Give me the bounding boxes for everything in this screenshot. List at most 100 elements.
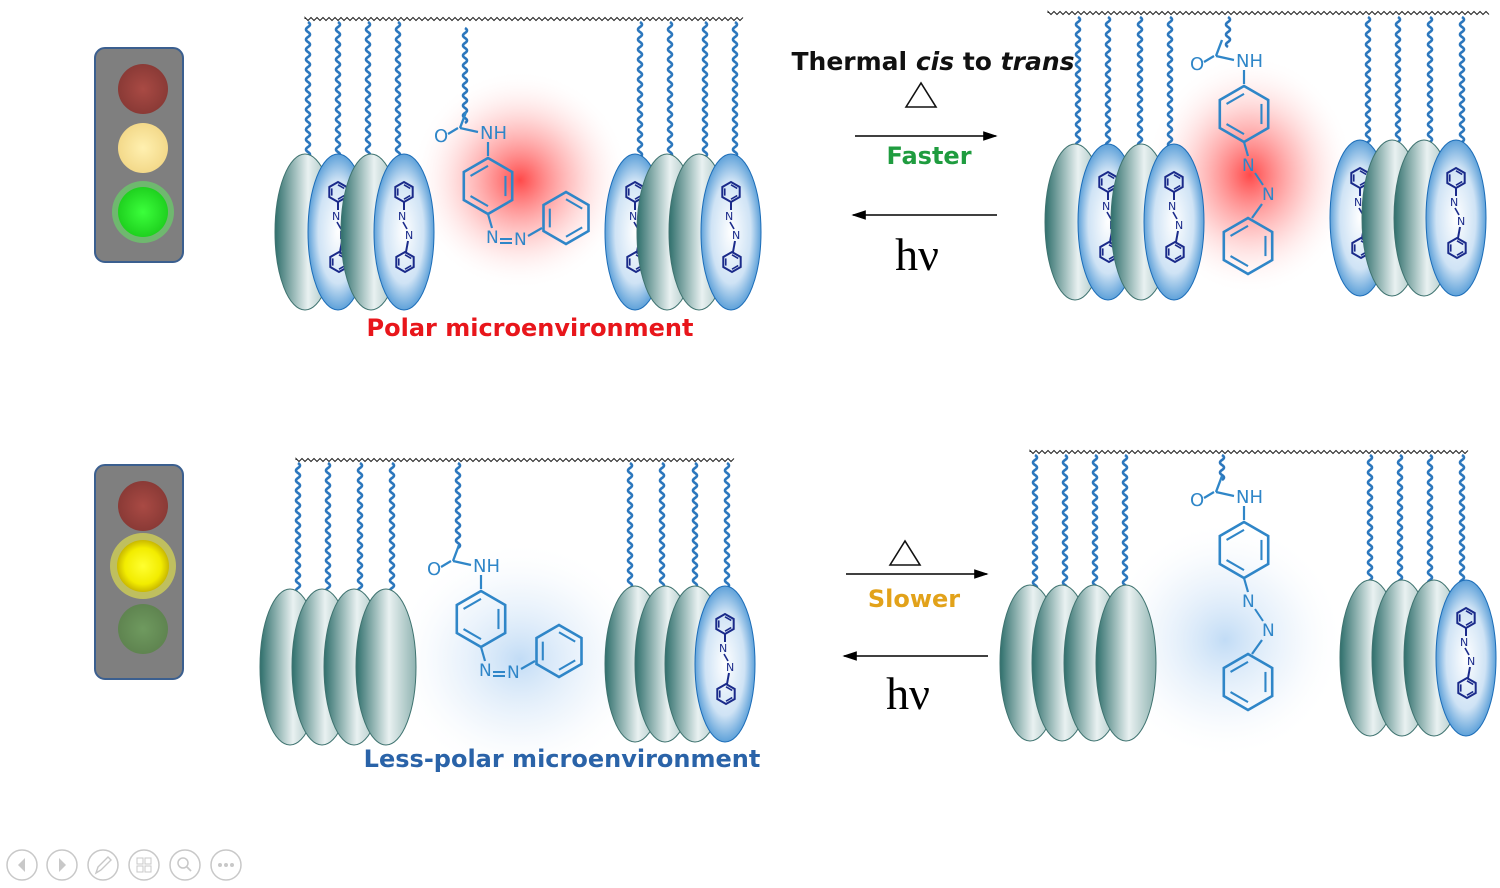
nitrogen-label: N: [479, 661, 492, 681]
benzene-ring-icon: [542, 190, 590, 246]
nitrogen-label: N: [1262, 621, 1275, 641]
bond: [451, 544, 461, 562]
nh-label: NH: [1236, 487, 1263, 508]
more-icon[interactable]: [210, 849, 242, 881]
nh-label: NH: [480, 123, 507, 144]
alkyl-chain: [294, 461, 302, 605]
double-bond: [725, 696, 733, 702]
alkyl-chain: [1426, 453, 1434, 592]
double-bond: [565, 198, 583, 210]
benzene-ring-icon: [462, 156, 514, 216]
bond: [726, 672, 730, 685]
heat-triangle-icon: [888, 539, 922, 566]
double-bond: [1203, 491, 1215, 499]
zoom-icon[interactable]: [169, 849, 201, 881]
double-bond: [1174, 244, 1182, 250]
heat-triangle-icon: [904, 81, 938, 108]
double-bond: [337, 184, 345, 190]
yellow-lamp-icon: [117, 540, 169, 592]
double-bond: [731, 264, 739, 270]
alkyl-chain: [461, 26, 469, 125]
nitrogen-label: N: [719, 642, 727, 655]
alkyl-chain: [723, 461, 731, 605]
double-bond: [470, 164, 489, 177]
alkyl-chain: [1394, 15, 1402, 159]
benzene-ring-icon: [1218, 84, 1270, 144]
benzene-ring-icon: [1218, 520, 1270, 580]
bond: [336, 221, 342, 230]
azobenzene-icon: NN: [721, 180, 742, 274]
less-polar-glow: [1105, 520, 1345, 760]
double-bond: [724, 616, 732, 622]
double-bond: [1230, 691, 1249, 704]
bond: [1242, 141, 1250, 157]
double-bond: [1230, 255, 1249, 268]
azobenzene-icon: NN: [1164, 170, 1185, 264]
nitrogen-label: N: [1262, 185, 1275, 205]
alkyl-chain: [1458, 453, 1466, 592]
slideshow-toolbar: [6, 849, 242, 881]
alkyl-chain: [454, 461, 462, 550]
double-bond: [404, 254, 412, 260]
double-bond: [440, 560, 452, 568]
bond: [1215, 54, 1235, 62]
traffic-light-bottom: [94, 464, 184, 680]
alkyl-chain: [1396, 453, 1404, 592]
pen-icon[interactable]: [87, 849, 119, 881]
double-bond: [634, 184, 642, 190]
nitrogen-label: N: [1460, 636, 1468, 649]
double-bond: [1254, 608, 1264, 622]
alkyl-chain: [626, 461, 634, 605]
blue-disc: [700, 153, 762, 311]
benzene-ring-icon: [1222, 216, 1274, 276]
alkyl-chain: [388, 461, 396, 605]
alkyl-chain: [1031, 453, 1039, 592]
double-bond: [337, 194, 345, 200]
double-bond: [725, 686, 733, 692]
bond: [486, 213, 494, 229]
slides-icon[interactable]: [128, 849, 160, 881]
double-bond: [1456, 250, 1464, 256]
double-bond: [1455, 170, 1463, 176]
chain-layer: [294, 10, 1490, 605]
alkyl-chain: [1166, 15, 1174, 159]
next-icon[interactable]: [46, 849, 78, 881]
alkyl-chain: [1426, 15, 1434, 159]
double-bond: [1466, 680, 1474, 686]
double-bond: [1226, 528, 1245, 541]
green-lamp-icon: [118, 604, 168, 654]
double-bond: [1174, 254, 1182, 260]
bond: [1175, 230, 1179, 243]
nitrogen-label: N: [1242, 592, 1255, 612]
blue-disc: [1435, 579, 1497, 737]
alkyl-chain: [1366, 453, 1374, 592]
double-bond: [404, 264, 412, 270]
double-bond: [558, 659, 576, 671]
nitrogen-label: N: [1168, 200, 1176, 213]
less-polar-glow: [390, 540, 650, 780]
bond: [402, 221, 408, 230]
bond: [459, 126, 479, 134]
reaction-title: Thermal cis to trans: [792, 47, 1075, 76]
discotic-disc: [1095, 584, 1157, 742]
double-bond: [565, 226, 583, 238]
prev-icon[interactable]: [6, 849, 38, 881]
benzene-ring-icon: [1165, 240, 1185, 264]
bond: [520, 660, 536, 670]
nh-label: NH: [473, 556, 500, 577]
nitrogen-label: N: [405, 229, 413, 242]
bond: [1464, 647, 1470, 656]
bond: [458, 111, 468, 129]
alkyl-chain: [1061, 453, 1069, 592]
bond: [1106, 211, 1112, 220]
alkyl-chain: [636, 20, 644, 169]
disc-layer: NNNNNNNNNNNNNNNNNNNN: [259, 139, 1497, 746]
nitrogen-label: N: [1242, 156, 1255, 176]
blue-disc: [1425, 139, 1487, 297]
bond: [1251, 639, 1263, 655]
azobenzene-icon: NN: [1446, 166, 1467, 260]
benzene-ring-icon: [535, 623, 583, 679]
nitrogen-label: N: [1450, 196, 1458, 209]
